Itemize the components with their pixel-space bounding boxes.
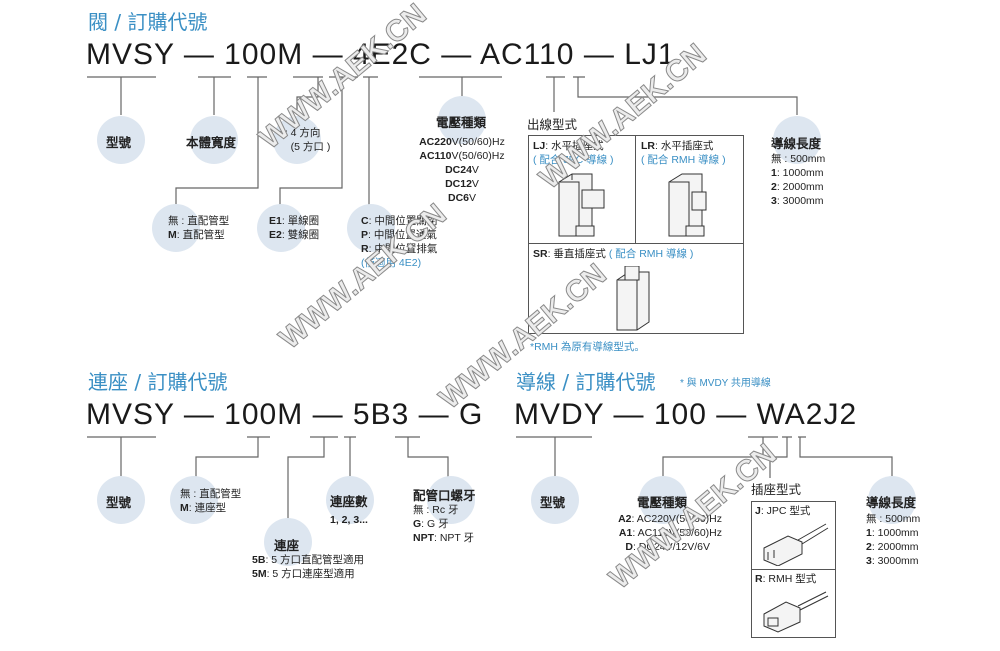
code-dash: — [583,38,615,71]
code-part: AC110 [479,38,575,71]
circle-bg [531,476,579,524]
base-label: 連座 [274,538,300,553]
circle-bg [438,96,486,144]
outlet-label: 出線型式 [527,117,578,132]
outlet-lr: LR: 水平插座式( 配合 RMH 導線 ) [641,140,726,166]
code-part: G [458,398,484,431]
wire-length-label: 導線長度 [771,136,822,151]
circle-bg [427,476,475,524]
circle-bg [326,476,374,524]
code-part: 100M [224,38,304,71]
circle-bg [170,476,218,524]
thread-label: 配管口螺牙 [413,488,476,503]
wire-note: * 與 MVDY 共用導線 [680,378,771,389]
valve-order-code: MVSY — 100M — 4E2C — AC110 — LJ1 [86,38,676,72]
circle-bg [273,116,321,164]
wire-length-options: 無 : 500mm 1: 1000mm 2: 2000mm 3: 3000mm [771,153,826,207]
outlet-lj: LJ: 水平插座式( 配合 JPC 導線 ) [533,140,614,166]
station-count-values: 1, 2, 3... [330,514,368,526]
voltage-options: AC220V(50/60)Hz AC110V(50/60)Hz DC24V DC… [419,136,505,204]
wire-length-options: 無 : 500mm 1: 1000mm 2: 2000mm 3: 3000mm [866,513,921,567]
body-width-label: 本體寬度 [186,135,237,150]
manifold-section-title: 連座 / 訂購代號 [88,370,228,394]
voltage-label: 電壓種類 [436,115,487,130]
wire-voltage-label: 電壓種類 [637,495,688,510]
code-dash: — [613,398,645,431]
valve-lj-image [558,173,605,237]
circle-bg [97,116,145,164]
socket-rmh: R: RMH 型式 [755,573,817,585]
circle-bg [257,204,305,252]
socket-label: 插座型式 [751,482,802,497]
code-part: 100M [224,398,304,431]
circle-bg [639,476,687,524]
code-dash: — [441,38,473,71]
code-dash: — [312,398,344,431]
model-label: 型號 [106,495,132,510]
station-count-label: 連座數 [330,494,368,509]
socket-box: J: JPC 型式 R: RMH 型式 [751,501,836,638]
valve-sr-image [616,266,650,331]
circle-bg [264,518,312,566]
code-dash: — [312,38,344,71]
position-option: 4: 4 方向 (5 方口 ) [279,127,331,153]
code-part: MVDY [514,398,605,431]
manifold-order-code: MVSY — 100M — 5B3 — G [86,398,483,432]
outlet-sr: SR: 垂直插座式 ( 配合 RMH 導線 ) [533,248,694,260]
code-part: 100 [653,398,707,431]
code-dash: — [183,38,215,71]
model-label: 型號 [540,495,566,510]
outlet-box: LJ: 水平插座式( 配合 JPC 導線 ) LR: 水平插座式( 配合 RMH… [528,135,744,334]
jpc-connector-image [763,523,829,566]
code-part: 5B3 [352,398,410,431]
model-label: 型號 [106,135,132,150]
circle-bg [773,116,821,164]
outlet-note: *RMH 為原有導線型式。 [530,341,645,353]
code-part: MVSY [86,398,175,431]
valve-lr-image [668,173,707,237]
circle-bg [347,204,395,252]
wire-order-code: MVDY — 100 — WA2J2 [514,398,857,432]
code-part: MVSY [86,38,175,71]
code-dash: — [183,398,215,431]
code-part: WA2J2 [756,398,858,431]
circle-bg [97,476,145,524]
code-part: 4E2C [352,38,432,71]
socket-jpc: J: JPC 型式 [755,505,811,517]
wire-section-title: 導線 / 訂購代號 [516,370,656,394]
code-dash: — [418,398,450,431]
valve-section-title: 閥 / 訂購代號 [88,10,208,34]
circle-bg [868,476,916,524]
code-part: LJ1 [624,38,676,71]
rmh-connector-image [763,591,829,633]
wire-length-label: 導線長度 [866,495,917,510]
circle-bg [190,116,238,164]
circle-bg [152,204,200,252]
code-dash: — [716,398,748,431]
